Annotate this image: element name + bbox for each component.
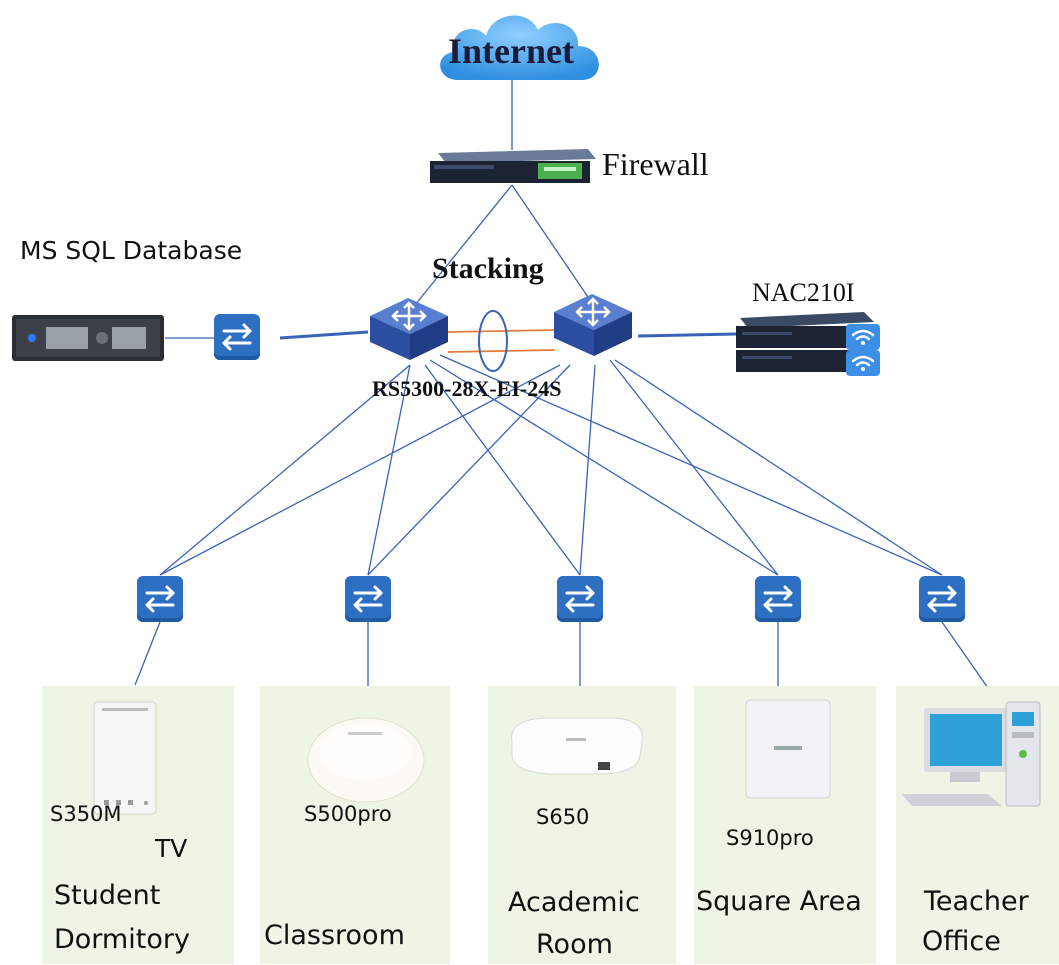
device-label-s500pro: S500pro [304,802,392,826]
device-label-s650: S650 [536,805,590,829]
ceiling-ap-icon [307,717,425,803]
internet-label: Internet [448,31,574,71]
database-label: MS SQL Database [20,236,243,265]
firewall-icon [430,149,596,183]
switch-arrows-icon [222,323,252,351]
access-switch-3 [557,576,603,622]
core-switch-label: RS5300-28X-EI-24S [372,376,562,401]
area-label-student: Student [54,880,161,911]
stack-link-2 [447,349,556,353]
area-label-office: Office [922,926,1001,957]
router-icon [554,294,632,356]
switch-arrows-icon [565,585,595,613]
internet-cloud [428,2,618,92]
switch-arrows-icon [353,585,383,613]
nac-label: NAC210I [752,278,855,307]
switch-arrows-icon [145,585,175,613]
firewall-device [428,145,598,187]
switch-arrows-icon [927,585,957,613]
router-icon [370,298,448,360]
firewall-label: Firewall [602,146,709,182]
access-switch-5 [919,576,965,622]
desktop-computer-icon [902,701,1041,807]
firewall-core2-link [511,184,591,301]
access-switch-2 [345,576,391,622]
access-point-s650 [504,712,650,780]
stack-ellipse [478,310,508,372]
wall-ap-icon [93,701,157,815]
core2-nac-link [637,332,737,338]
area-label-classroom: Classroom [264,920,405,951]
cloud-icon [440,15,599,80]
teacher-computer [902,698,1052,810]
stack-link-1 [447,329,556,333]
area-label-dormitory: Dormitory [54,924,190,955]
core-switch-2 [550,288,636,360]
area-label-square: Square Area [696,886,862,917]
core-switch-1 [366,292,452,364]
access-point-s910pro [744,698,832,800]
nac-device [734,308,884,380]
switch-core1-link [279,330,369,340]
nac-icon [736,312,880,376]
device-label-s910pro: S910pro [726,826,814,850]
access-point-s500pro [304,712,428,808]
area-label-academic: Academic [508,887,640,918]
switch-arrows-icon [763,585,793,613]
outdoor-ap-icon [745,699,831,799]
ceiling-ap-icon [511,717,643,775]
server-icon [12,315,164,361]
access-point-s350m [92,700,160,818]
database-server [12,315,164,361]
area-label-room: Room [536,929,613,960]
stacking-label: Stacking [432,252,544,285]
firewall-core1-link [414,184,513,306]
database-switch [214,314,260,360]
device-label-s350m: S350M [50,802,122,826]
access-switch-4 [755,576,801,622]
access-switch-1 [137,576,183,622]
tv-label: TV [155,834,188,863]
area-label-teacher: Teacher [924,886,1029,917]
